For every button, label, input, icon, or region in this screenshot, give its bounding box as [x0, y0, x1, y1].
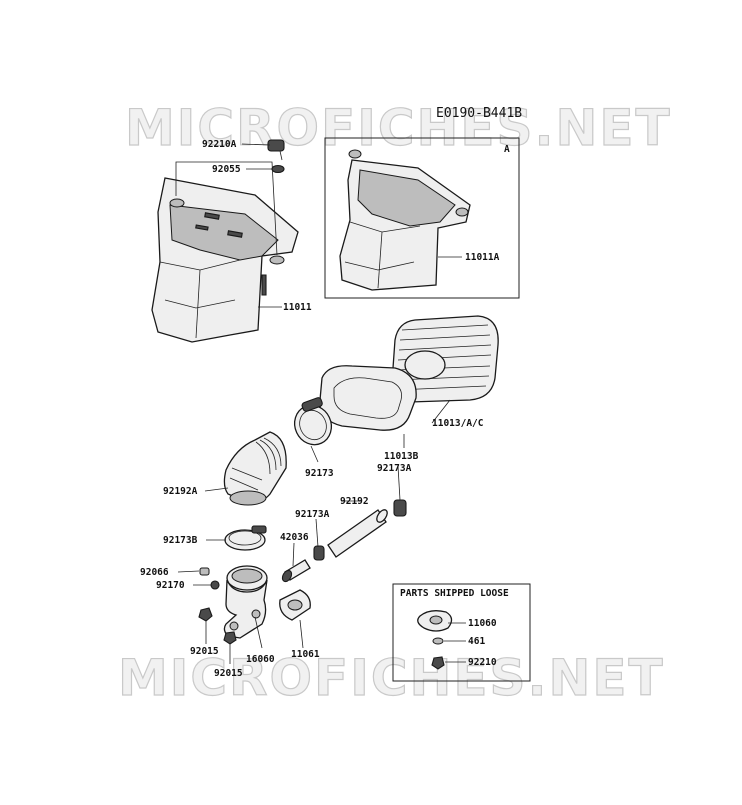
label-92192: 92192 — [340, 496, 369, 507]
fitting-42036 — [281, 559, 311, 583]
nut-92210 — [431, 656, 445, 670]
label-92055: 92055 — [212, 164, 241, 175]
label-92015-a: 92015 — [190, 646, 219, 657]
breather-pipe — [327, 509, 388, 558]
air-cleaner-case-a — [339, 149, 471, 291]
washer-92055 — [271, 164, 285, 174]
label-92173b: 92173B — [163, 535, 198, 546]
pre-cleaner — [319, 365, 417, 431]
inset-box-a — [324, 137, 520, 299]
label-92192a: 92192A — [163, 486, 198, 497]
label-92066: 92066 — [140, 567, 169, 578]
label-92210a: 92210A — [202, 139, 237, 150]
clamp-92173 — [293, 397, 333, 446]
label-11061: 11061 — [291, 649, 320, 660]
nut-92015-a — [198, 607, 213, 622]
parts-loose-box — [392, 583, 531, 682]
label-92210: 92210 — [468, 657, 497, 668]
nut-92015-b — [223, 631, 237, 645]
label-92173a-mid: 92173A — [295, 509, 330, 520]
gasket-11061 — [279, 589, 311, 621]
label-11060: 11060 — [468, 618, 497, 629]
air-cleaner-case — [151, 177, 299, 343]
plug-92066 — [199, 567, 210, 576]
watermark-top: MICROFICHES.NET — [125, 99, 672, 157]
label-16060: 16060 — [246, 654, 275, 665]
intake-adapter — [223, 565, 268, 639]
clamp-92173b — [224, 525, 267, 551]
label-92173: 92173 — [305, 468, 334, 479]
label-92170: 92170 — [156, 580, 185, 591]
label-42036: 42036 — [280, 532, 309, 543]
air-filter-element — [391, 315, 499, 403]
diagram-code: E0190-B441B — [436, 106, 522, 121]
watermark-bottom: MICROFICHES.NET — [118, 649, 665, 707]
gasket-11060 — [417, 610, 453, 632]
part-labels: 92210A 92055 11011 11011A 11013/A/C 1101… — [140, 139, 500, 679]
inset-label: A — [504, 144, 510, 155]
washer-461 — [432, 637, 444, 645]
bolt-92210a — [267, 139, 285, 161]
elbow-hose — [223, 431, 287, 506]
clamp-92173a-mid — [313, 545, 325, 561]
clamp-92173a-top — [393, 499, 407, 517]
leader-lines — [175, 143, 466, 664]
label-92015-b: 92015 — [214, 668, 243, 679]
nut-92170 — [210, 580, 220, 590]
label-11011a: 11011A — [465, 252, 500, 263]
label-92173a-top: 92173A — [377, 463, 412, 474]
label-461: 461 — [468, 636, 485, 647]
parts-loose-title: PARTS SHIPPED LOOSE — [400, 588, 509, 599]
label-11013b: 11013B — [384, 451, 419, 462]
label-11011: 11011 — [283, 302, 312, 313]
label-11013-a-c: 11013/A/C — [432, 418, 484, 429]
